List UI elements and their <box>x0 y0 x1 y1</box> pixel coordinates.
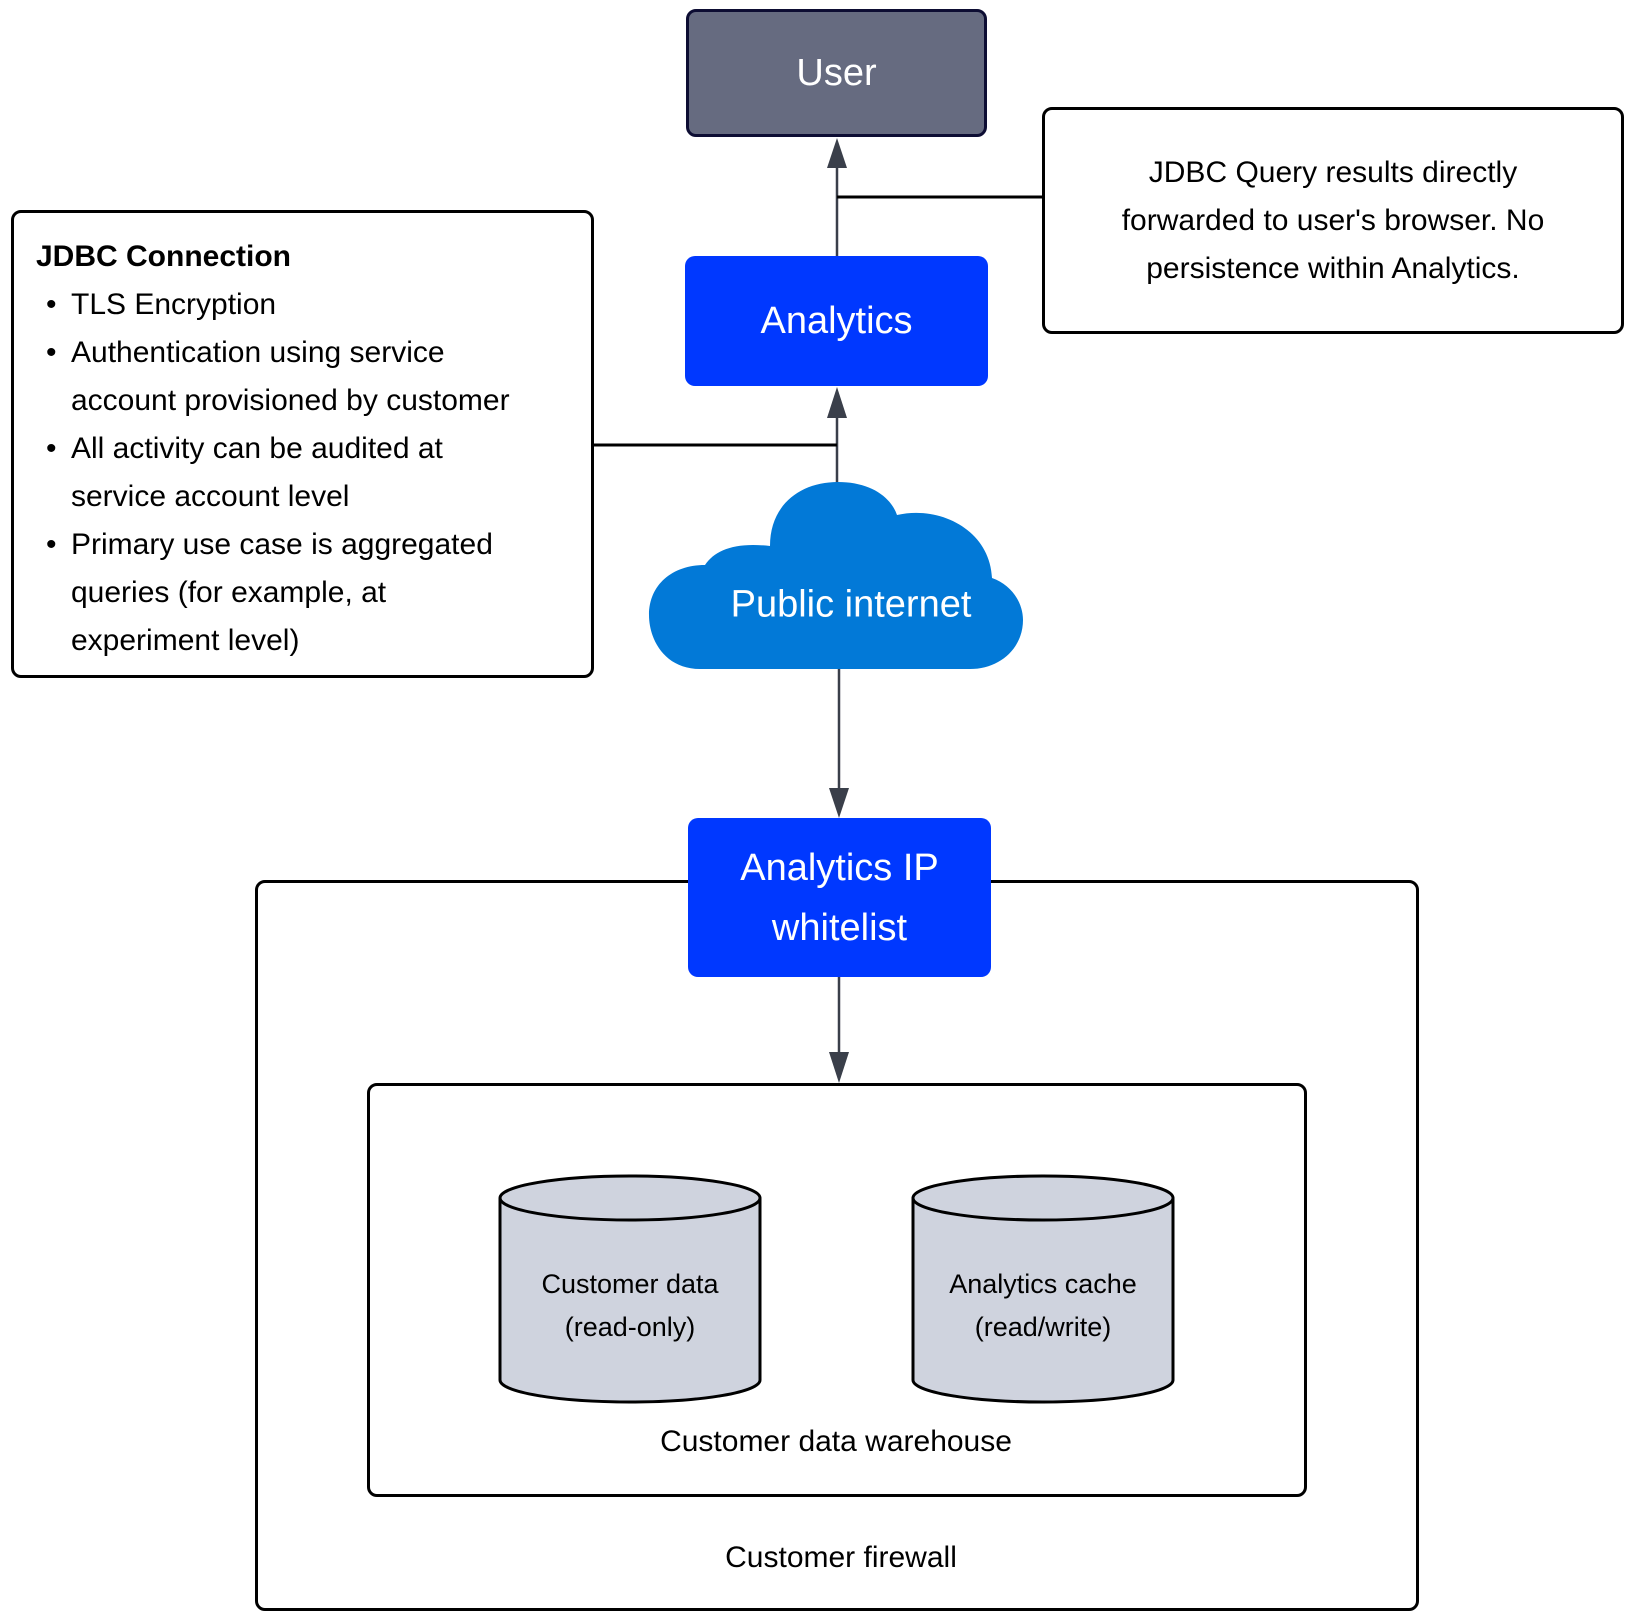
jdbc-bullet-item: • Primary use case is aggregated queries… <box>36 521 571 665</box>
bullet-dot: • <box>46 528 57 561</box>
db-label-line-1: Customer data <box>541 1269 719 1299</box>
public-internet-cloud-icon <box>649 482 1023 669</box>
results-note-line: forwarded to user's browser. No <box>1121 203 1545 237</box>
bullet-text: experiment level) <box>71 624 300 657</box>
bullet-text: Authentication using service <box>71 336 445 369</box>
db-label-line-2: (read/write) <box>974 1312 1112 1342</box>
bullet-dot: • <box>46 336 57 369</box>
whitelist-label-line-2: whitelist <box>771 906 908 949</box>
firewall-label: Customer firewall <box>725 1541 957 1574</box>
query-results-note: JDBC Query results directly forwarded to… <box>1042 107 1624 334</box>
arrowhead-to-whitelist <box>829 788 849 818</box>
analytics-cache-label: Analytics cache (read/write) <box>949 1263 1137 1349</box>
jdbc-connection-note: JDBC Connection • TLS Encryption • Authe… <box>11 210 594 678</box>
results-note-line: persistence within Analytics. <box>1146 251 1520 285</box>
bullet-text: Primary use case is aggregated <box>71 528 493 561</box>
customer-data-label: Customer data (read-only) <box>541 1263 718 1349</box>
arrowhead-to-analytics <box>827 387 847 418</box>
bullet-text: TLS Encryption <box>71 288 277 321</box>
bullet-text: account provisioned by customer <box>71 384 510 417</box>
user-node[interactable]: User <box>686 9 987 137</box>
warehouse-label: Customer data warehouse <box>660 1425 1012 1458</box>
bullet-dot: • <box>46 432 57 465</box>
arrowhead-to-warehouse <box>829 1052 849 1083</box>
results-note-line: JDBC Query results directly <box>1148 155 1518 189</box>
database-cylinder-analytics-cache <box>911 1174 1175 1404</box>
bullet-text: queries (for example, at <box>71 576 387 609</box>
analytics-ip-whitelist-node[interactable]: Analytics IP whitelist <box>688 818 991 977</box>
jdbc-note-bullets: • TLS Encryption • Authentication using … <box>36 281 571 665</box>
arrowhead-to-user <box>827 138 847 168</box>
bullet-dot: • <box>46 288 57 321</box>
whitelist-label-line-1: Analytics IP <box>740 846 939 889</box>
public-internet-label: Public internet <box>730 583 972 626</box>
user-node-label: User <box>796 51 877 94</box>
jdbc-bullet-item: • TLS Encryption <box>36 281 571 329</box>
bullet-text: service account level <box>71 480 350 513</box>
database-cylinder-customer-data <box>498 1174 762 1404</box>
jdbc-bullet-item: • All activity can be audited at service… <box>36 425 571 521</box>
analytics-node[interactable]: Analytics <box>685 256 988 386</box>
jdbc-bullet-item: • Authentication using service account p… <box>36 329 571 425</box>
jdbc-note-title: JDBC Connection <box>36 240 291 273</box>
db-label-line-1: Analytics cache <box>949 1269 1137 1299</box>
analytics-node-label: Analytics <box>760 299 913 342</box>
bullet-text: All activity can be audited at <box>71 432 443 465</box>
db-label-line-2: (read-only) <box>564 1312 696 1342</box>
